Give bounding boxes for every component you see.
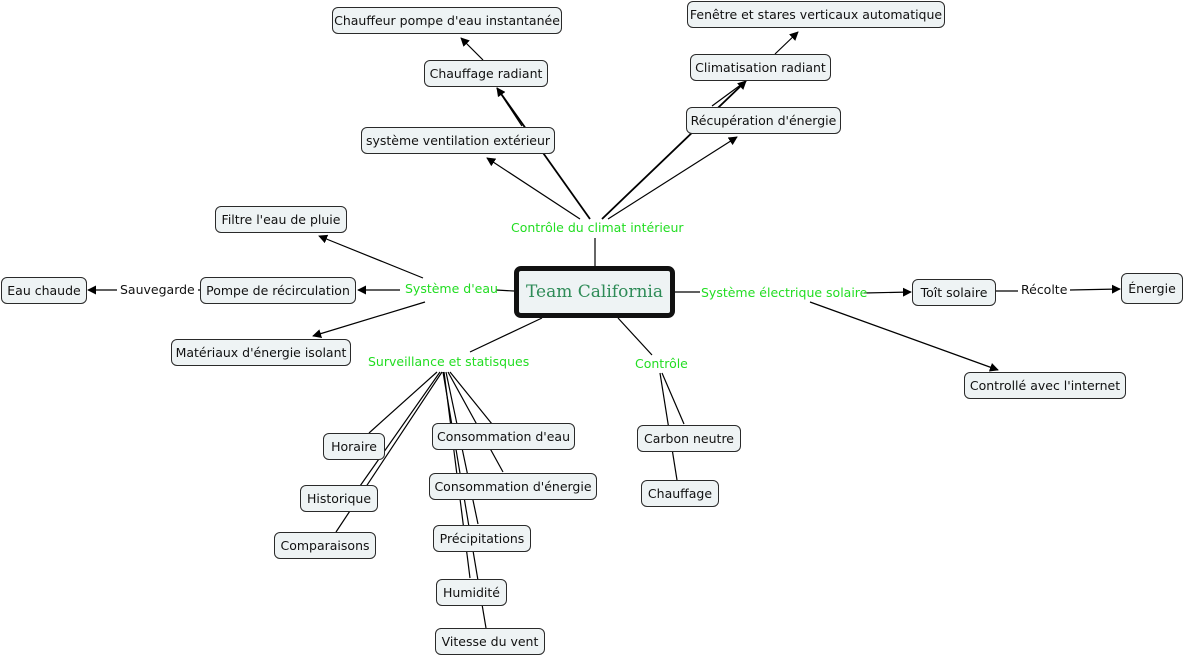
node-conso-eau[interactable]: Consommation d'eau [432, 423, 575, 450]
node-pompe[interactable]: Pompe de récirculation [200, 277, 356, 304]
node-chauffage[interactable]: Chauffage [641, 480, 719, 507]
edge-center-surveillance [469, 317, 543, 353]
edge-solaire-internet [809, 301, 999, 372]
category-controle[interactable]: Contrôle [635, 356, 688, 371]
edge-surv-historique [359, 371, 441, 487]
edge-surv-conso-eau [449, 371, 493, 425]
edge-eau-materiaux [312, 301, 426, 338]
edge-climat-climatisation [601, 80, 747, 220]
node-climatisation[interactable]: Climatisation radiant [690, 54, 831, 81]
edge-label-recolte: Récolte [1018, 282, 1071, 298]
edge-climatisation-fenetre [774, 31, 799, 55]
edge-climat-ventilation [486, 157, 581, 220]
edge-solaire-toit [863, 287, 912, 297]
central-topic[interactable]: Team California [514, 266, 675, 318]
category-climat[interactable]: Contrôle du climat intérieur [511, 220, 684, 235]
node-humidite[interactable]: Humidité [436, 579, 507, 606]
node-fenetre[interactable]: Fenêtre et stares verticaux automatique [687, 1, 945, 28]
edge-surv-conso-energie [447, 371, 504, 473]
edge-surv-horaire [368, 371, 438, 434]
node-internet[interactable]: Controllé avec l'internet [964, 372, 1126, 399]
node-horaire[interactable]: Horaire [323, 433, 385, 460]
edge-controle-carbon [661, 372, 685, 425]
node-carbon[interactable]: Carbon neutre [637, 425, 741, 452]
node-ventilation[interactable]: système ventilation extérieur [361, 127, 555, 154]
edge-ventilation-chauffage-radiant [496, 87, 523, 127]
edge-recolte-energie [1069, 284, 1121, 294]
node-chauffeur-pompe[interactable]: Chauffeur pompe d'eau instantanée [332, 7, 562, 34]
edge-recuperation-climatisation [711, 80, 747, 107]
edge-chauffage-radiant-chauffeur [460, 37, 484, 61]
category-surveillance[interactable]: Surveillance et statisques [368, 354, 530, 369]
node-vent[interactable]: Vitesse du vent [435, 628, 545, 655]
node-recuperation[interactable]: Récupération d'énergie [686, 107, 841, 134]
node-energie[interactable]: Énergie [1121, 273, 1183, 304]
node-materiaux[interactable]: Matériaux d'énergie isolant [171, 339, 351, 366]
node-precipitations[interactable]: Précipitations [433, 525, 531, 552]
node-conso-energie[interactable]: Consommation d'énergie [429, 473, 597, 500]
node-chauffage-radiant[interactable]: Chauffage radiant [424, 60, 548, 87]
node-comparaisons[interactable]: Comparaisons [274, 532, 376, 559]
category-eau[interactable]: Système d'eau [405, 281, 498, 296]
node-filtre[interactable]: Filtre l'eau de pluie [215, 206, 347, 233]
edge-label-sauvegarde: Sauvegarde [117, 282, 198, 298]
edge-center-eau [495, 289, 515, 292]
edge-climat-recuperation [607, 136, 738, 220]
category-solaire[interactable]: Système électrique solaire [701, 285, 868, 300]
node-eau-chaude[interactable]: Eau chaude [1, 277, 87, 304]
node-historique[interactable]: Historique [300, 485, 378, 512]
edge-eau-filtre [318, 234, 424, 279]
node-toit[interactable]: Toît solaire [912, 279, 996, 306]
edge-center-controle [617, 317, 653, 356]
